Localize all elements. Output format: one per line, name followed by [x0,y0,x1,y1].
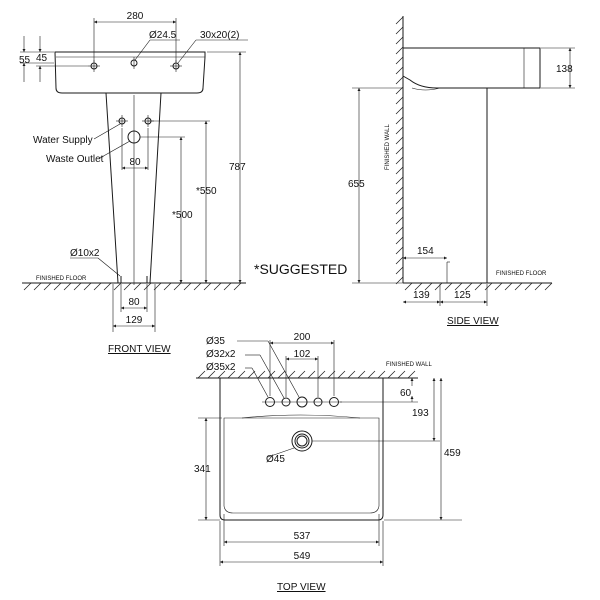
suggested-note: *SUGGESTED [254,261,347,277]
callout-hole35: Ø35 [206,336,300,398]
front-finished-floor-label: FINISHED FLOOR [36,276,87,282]
top-bowl-outline [223,417,380,514]
top-basin-outline [219,377,384,521]
dim-550-label: *550 [196,186,217,197]
dim-slot: 30x20(2) [177,30,248,64]
dim-341-label: 341 [194,464,211,475]
dim-459: 459 [384,378,462,521]
dim-138: 138 [541,47,575,89]
hole35x2-label: Ø35x2 [206,362,236,373]
dim-hole-24-5: Ø24.5 [134,30,180,61]
front-supply-waste [116,95,210,285]
dim-60-label: 60 [400,388,412,399]
dim-459-label: 459 [444,448,461,459]
dim-129-label: 129 [126,315,143,326]
top-tap-holes [262,396,342,408]
dim-549-label: 549 [294,551,311,562]
dim-537-label: 537 [294,531,311,542]
callout-waste-outlet: Waste Outlet [46,140,131,165]
side-view: FINISHED WALL FINISHED FLOOR 138 [348,16,575,327]
dim-550: *550 [196,121,217,283]
dim-193: 193 [312,378,440,442]
bolt-label: Ø10x2 [70,248,100,259]
dim-193-label: 193 [412,408,429,419]
dim-80-lower-label: 80 [128,297,140,308]
hole35-label: Ø35 [206,336,225,347]
dim-787: 787 [207,51,246,283]
dim-154-label: 154 [417,246,434,257]
dim-154: 154 [403,246,447,260]
callout-waste45: Ø45 [266,447,295,465]
side-finished-wall-label: FINISHED WALL [385,124,391,170]
front-tap-holes [88,57,182,72]
front-view-title: FRONT VIEW [108,344,171,355]
dim-129: 129 [112,284,156,332]
dim-102: 102 [285,349,319,397]
top-finished-wall-label: FINISHED WALL [386,362,432,368]
dim-655-label: 655 [348,179,365,190]
dim-500: *500 [172,137,193,283]
dim-60: 60 [340,378,418,403]
dim-102-label: 102 [294,349,311,360]
front-view: FINISHED FLOOR 280 Ø24.5 30x20(2) [19,11,347,355]
side-view-title: SIDE VIEW [447,316,499,327]
callout-water-supply: Water Supply [33,123,121,146]
hole32x2-label: Ø32x2 [206,349,236,360]
front-basin-outline [54,51,206,94]
dim-787-label: 787 [229,162,246,173]
side-basin-outline [402,47,541,89]
dim-549: 549 [219,521,384,566]
side-finished-wall: FINISHED WALL [385,16,404,285]
front-pedestal-outline [105,92,162,284]
dim-500-label: *500 [172,210,193,221]
front-finished-floor: FINISHED FLOOR [22,276,246,291]
top-view: FINISHED WALL Ø35 Ø32x2 [194,332,462,593]
dim-655: 655 [348,87,403,284]
dim-280-label: 280 [127,11,144,22]
dim-80-upper-label: 80 [129,157,141,168]
dim-80-lower: 80 [120,284,148,312]
dim-55-45: 55 45 [19,36,88,82]
hole-24-5-label: Ø24.5 [149,30,177,41]
slot-label: 30x20(2) [200,30,239,41]
dim-537: 537 [223,514,380,546]
dim-45-label: 45 [36,53,48,64]
side-finished-floor-label: FINISHED FLOOR [496,271,547,277]
dim-139-125: 139 125 [403,284,488,306]
dim-341: 341 [194,417,222,521]
dim-55-label: 55 [19,55,31,66]
callout-hole35x2: Ø35x2 [206,362,269,398]
dim-125-label: 125 [454,290,471,301]
dim-139-label: 139 [413,290,430,301]
side-finished-floor: FINISHED FLOOR [403,271,553,291]
waste45-label: Ø45 [266,454,285,465]
water-supply-label: Water Supply [33,135,93,146]
dim-138-label: 138 [556,64,573,75]
top-waste-outlet [291,430,313,452]
dim-200: 200 [269,332,335,396]
dim-200-label: 200 [294,332,311,343]
callout-hole32x2: Ø32x2 [206,349,285,399]
top-view-title: TOP VIEW [277,582,326,593]
dim-bolt: Ø10x2 [70,248,121,277]
waste-outlet-label: Waste Outlet [46,154,104,165]
side-pedestal-outline [440,87,488,284]
dim-80-upper: 80 [122,157,148,170]
